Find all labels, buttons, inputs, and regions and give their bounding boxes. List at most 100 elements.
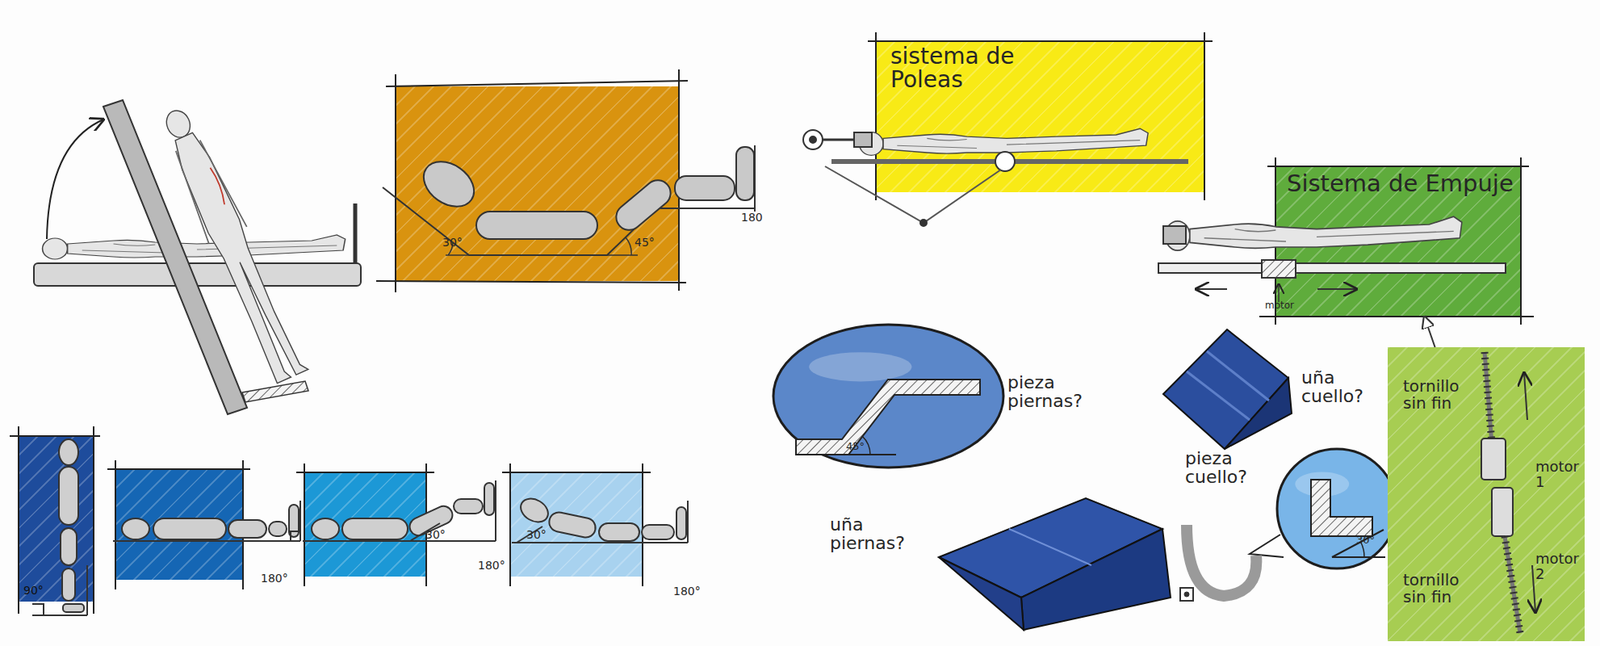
leg-wedge-polygon [938, 557, 1024, 630]
push-system [1158, 216, 1506, 302]
posture-panel: 30°45°180 [395, 86, 679, 281]
callout-pointer [1249, 534, 1284, 558]
segmented-bed-rect [611, 175, 676, 236]
segmented-bed [382, 145, 755, 256]
pointer-arrow [1424, 316, 1435, 348]
posture-vertical [32, 439, 88, 616]
frame-lines-line [867, 40, 1213, 42]
frame-lines-line [509, 463, 511, 587]
frame-lines-line [678, 69, 680, 291]
posture-panel: 30°180° [510, 472, 643, 577]
angle-label: 90° [23, 584, 44, 597]
neck-piece-profile-polygon [1310, 479, 1373, 537]
push-system-rect [1261, 259, 1296, 278]
detail-circle: pieza cuello?30° [1275, 447, 1399, 570]
tilt-table-figure-line [353, 203, 358, 264]
part-question: uña piernas? [829, 515, 919, 553]
frame-lines-line [502, 471, 651, 474]
neck-piece-profile-line [1331, 529, 1384, 558]
leg-piece-profile-line [841, 453, 897, 456]
neck-u-piece-path [1186, 524, 1257, 596]
posture-flat-rect [268, 521, 287, 537]
posture-head-raised-path [511, 500, 688, 543]
frame-lines-line [641, 463, 644, 587]
frame-lines-line [1203, 32, 1206, 201]
worm-screw-assembly-line [1484, 351, 1493, 454]
posture-panel: 180° [115, 469, 243, 580]
segmented-bed-rect [476, 211, 598, 239]
posture-legs-raised-rect [406, 502, 456, 539]
pulley-system [803, 128, 1189, 227]
frame-lines-line [114, 460, 117, 590]
leg-piece-profile-polygon [795, 379, 981, 455]
outline-shape [771, 322, 1006, 470]
pulley-system-circle [803, 129, 823, 150]
worm-screw-assembly-line [1524, 372, 1528, 420]
posture-flat-rect [153, 518, 227, 540]
posture-head-raised-ellipse [516, 494, 553, 528]
system-panel: Sistema de Empujemotor [1275, 166, 1521, 317]
leg-wedge-line [1009, 528, 1092, 566]
pulley-system-polyline [825, 166, 1002, 223]
mechanism-panel: tornillo sin fin motor 1 motor 2 tornillo s… [1387, 347, 1585, 641]
angle-label: 45° [634, 236, 655, 249]
part-label: motor 2 [1535, 551, 1584, 583]
frame-lines-line [1520, 157, 1522, 325]
segmented-bed-polyline [382, 187, 755, 256]
worm-screw-assembly-line [1504, 536, 1521, 633]
push-system-rect [1158, 263, 1506, 273]
frame-lines-line [1274, 157, 1277, 325]
posture-flat-ellipse [121, 518, 150, 540]
detail-ellipse: pieza piernas?45° [771, 322, 1006, 470]
posture-vertical-path [32, 565, 88, 616]
part-label: tornillo sin fin [1403, 377, 1476, 412]
angle-label: 30° [442, 236, 463, 249]
frame-lines-line [1259, 315, 1534, 318]
outline-ellipse [1277, 448, 1397, 569]
neck-wedge-polygon [1163, 329, 1289, 449]
posture-head-raised-rect [547, 510, 598, 540]
segmented-bed-path [607, 237, 638, 256]
posture-vertical-ellipse [58, 439, 79, 465]
push-system-line [1277, 284, 1280, 302]
push-system-line [1317, 288, 1357, 290]
posture-panel: 90° [18, 435, 94, 602]
worm-screw-assembly-line [1484, 351, 1493, 454]
posture-flat [113, 500, 301, 541]
system-title: sistema de Poleas [890, 44, 1052, 93]
frame-lines-line [17, 426, 20, 614]
shine-highlight [1294, 471, 1349, 496]
leg-piece-profile [795, 379, 981, 455]
push-system-line [1196, 288, 1228, 290]
frame-lines-line [385, 80, 688, 87]
segmented-bed-ellipse [414, 152, 482, 216]
posture-flat-path [113, 500, 301, 541]
system-panel: sistema de Poleas [875, 41, 1205, 193]
pulley-system-circle [920, 219, 927, 227]
worm-screw-assembly-line [1504, 536, 1521, 633]
frame-lines-line [242, 460, 244, 590]
neck-wedge-polygon [1224, 377, 1292, 449]
frame-lines-line [425, 463, 428, 587]
outline-ellipse [773, 324, 1004, 468]
worm-screw-assembly-rect [1481, 438, 1506, 480]
posture-vertical-rect [62, 603, 84, 612]
frame-lines-line [92, 426, 95, 614]
tilt-table-figure-use [154, 103, 310, 386]
posture-legs-raised-rect [342, 518, 408, 540]
angle-label: 180° [260, 572, 289, 585]
part-label: tornillo sin fin [1403, 571, 1476, 606]
posture-legs-raised-ellipse [311, 518, 340, 540]
posture-vertical-rect [60, 527, 77, 566]
posture-head-raised-rect [598, 523, 640, 541]
angle-label: 180° [477, 559, 506, 572]
angle-label: 45° [846, 440, 865, 453]
neck-piece-profile [1310, 479, 1386, 558]
part-label: motor 1 [1535, 459, 1584, 491]
posture-vertical-rect [62, 568, 76, 601]
frame-lines-line [394, 74, 397, 293]
neck-piece-profile-path [1361, 542, 1365, 558]
